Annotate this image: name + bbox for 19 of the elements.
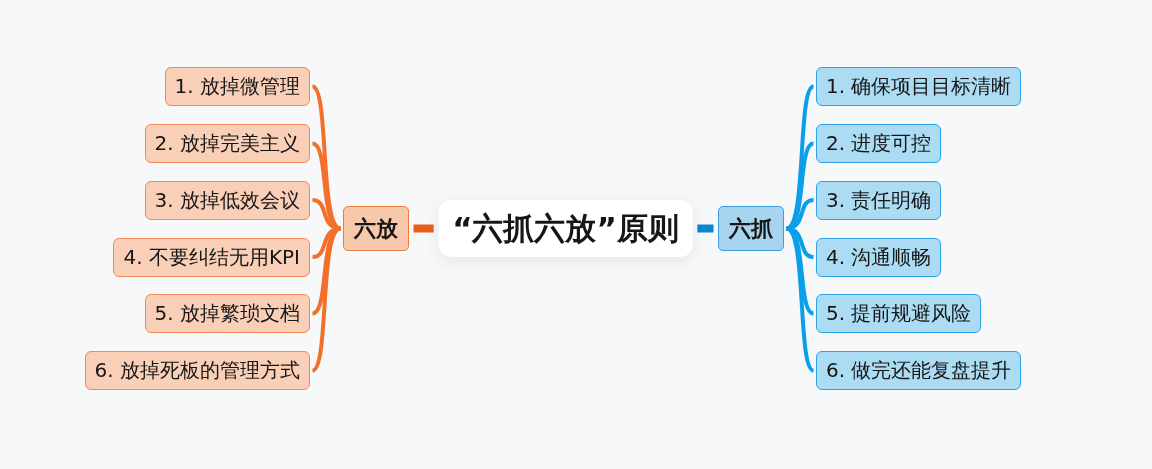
subtopic: 4. 不要纠结无用KPI (113, 237, 310, 277)
subtopic: 2. 进度可控 (816, 124, 942, 163)
subtopic: 1. 确保项目目标清晰 (816, 67, 1022, 106)
connector (786, 198, 814, 231)
main-topic: 六抓 (718, 206, 784, 251)
connector (785, 226, 815, 373)
subtopic: 1. 放掉微管理 (164, 67, 310, 106)
subtopic: 3. 放掉低效会议 (144, 180, 310, 220)
subtopic: 2. 放掉完美主义 (144, 124, 310, 163)
connector (312, 198, 341, 231)
subtopic: 6. 做完还能复盘提升 (816, 351, 1022, 390)
main-topic: 六放 (343, 206, 409, 251)
subtopic: 3. 责任明确 (816, 180, 942, 220)
subtopic: 5. 放掉繁琐文档 (144, 294, 310, 333)
central-topic: “六抓六放”原则 (438, 200, 693, 257)
subtopic: 6. 放掉死板的管理方式 (84, 351, 310, 390)
subtopic: 4. 沟通顺畅 (816, 237, 942, 277)
subtopic: 5. 提前规避风险 (816, 294, 982, 333)
connector (311, 226, 342, 373)
